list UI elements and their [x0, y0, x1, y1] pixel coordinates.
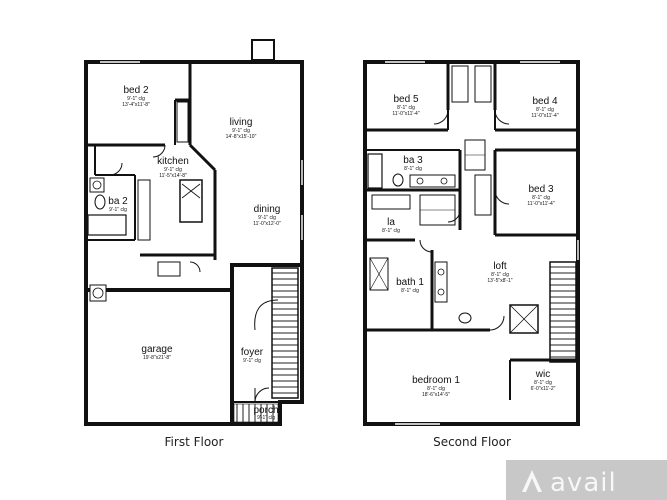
- room-dining-name: dining: [254, 204, 281, 215]
- room-foyer-name: foyer: [241, 347, 264, 358]
- room-garage-name: garage: [141, 344, 173, 355]
- room-bath1-ceiling: 8'-1" clg: [401, 288, 419, 294]
- room-living-size: 14'-8"x15'-10": [226, 134, 257, 140]
- second-floor-plan: [363, 60, 580, 426]
- room-living-ceiling: 9'-1" clg: [232, 128, 250, 134]
- room-bath1-name: bath 1: [396, 277, 424, 288]
- room-wic-size: 6'-0"x11'-2": [531, 386, 556, 392]
- room-bed2-size: 13'-4"x11'-8": [122, 102, 150, 108]
- room-loft-name: loft: [493, 261, 507, 272]
- second-floor-caption: Second Floor: [433, 435, 511, 449]
- room-bed3-size: 11'-0"x11'-4": [527, 201, 554, 207]
- room-porch-ceiling: 9'-1" clg: [257, 415, 275, 421]
- room-bed2-ceiling: 9'-1" clg: [127, 96, 145, 102]
- room-wic-name: wic: [535, 369, 550, 380]
- avail-watermark-text: avail: [550, 468, 617, 498]
- room-bedroom1-size: 18'-6"x14'-5": [422, 392, 450, 398]
- room-dining-ceiling: 9'-1" clg: [258, 215, 276, 221]
- room-bed2-name: bed 2: [123, 85, 148, 96]
- room-dining-size: 11'-0"x12'-0": [253, 221, 281, 227]
- room-la-name: la: [387, 217, 395, 228]
- second-floor-exterior-wall: [363, 60, 580, 426]
- room-porch-name: porch: [253, 405, 278, 416]
- room-loft-size: 13'-5"x8'-1": [487, 278, 512, 284]
- room-living-name: living: [230, 117, 253, 128]
- room-kitchen-name: kitchen: [157, 156, 189, 167]
- room-ba2-ceiling: 9'-1" clg: [109, 207, 127, 213]
- room-bed3-name: bed 3: [528, 184, 553, 195]
- first-floor-labels: bed 2 9'-1" clg 13'-4"x11'-8" living 9'-…: [108, 85, 281, 421]
- room-ba2-name: ba 2: [108, 196, 128, 207]
- room-bed4-name: bed 4: [532, 96, 557, 107]
- room-ba3-name: ba 3: [403, 155, 423, 166]
- kitchen-island: [179, 179, 203, 223]
- room-bedroom1-ceiling: 8'-1" clg: [427, 386, 445, 392]
- room-wic-ceiling: 8'-1" clg: [534, 380, 552, 386]
- first-floor-caption: First Floor: [165, 435, 224, 449]
- avail-logo-icon: [522, 470, 542, 492]
- avail-watermark: avail: [506, 460, 667, 500]
- room-ba3-ceiling: 8'-1" clg: [404, 166, 422, 172]
- chimney: [251, 39, 275, 61]
- room-la-ceiling: 8'-1" clg: [382, 228, 400, 234]
- room-kitchen-ceiling: 9'-1" clg: [164, 167, 182, 173]
- room-bedroom1-name: bedroom 1: [412, 375, 460, 386]
- second-floor-labels: bed 5 8'-1" clg 11'-0"x11'-4" bed 4 8'-1…: [382, 94, 559, 398]
- room-loft-ceiling: 8'-1" clg: [491, 272, 509, 278]
- first-floor-exterior-wall: [84, 60, 304, 426]
- first-floor-plan: [84, 39, 304, 426]
- room-garage-size: 19'-8"x21'-8": [143, 355, 171, 361]
- room-kitchen-size: 11'-5"x14'-8": [159, 173, 187, 179]
- room-bed3-ceiling: 8'-1" clg: [532, 195, 550, 201]
- room-bed4-ceiling: 8'-1" clg: [536, 107, 554, 113]
- room-bed5-size: 11'-0"x11'-4": [392, 111, 419, 117]
- room-foyer-ceiling: 9'-1" clg: [243, 358, 261, 364]
- room-bed5-name: bed 5: [393, 94, 418, 105]
- room-bed5-ceiling: 8'-1" clg: [397, 105, 415, 111]
- room-bed4-size: 11'-0"x11'-4": [531, 113, 558, 119]
